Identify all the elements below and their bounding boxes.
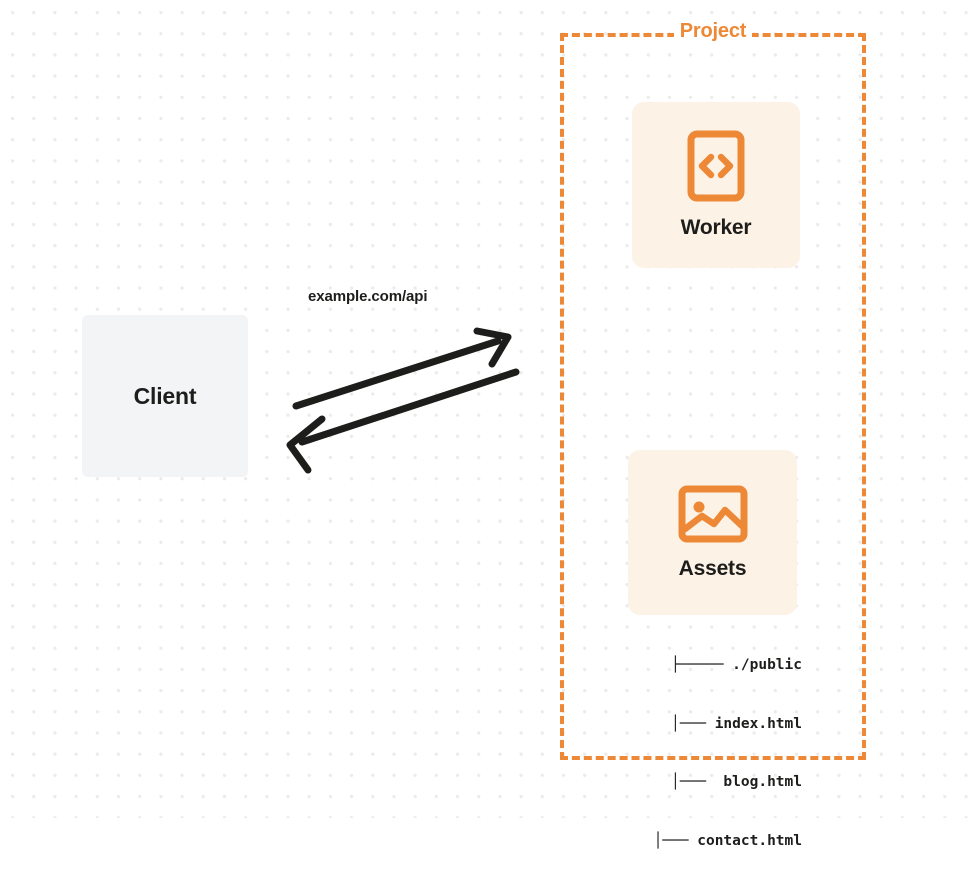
file-tree-row: │─── blog.html <box>644 774 802 790</box>
file-tree-row: │─── index.html <box>644 715 802 732</box>
code-document-icon <box>687 130 745 202</box>
node-worker-label: Worker <box>680 216 752 239</box>
connection-label: example.com/api <box>308 288 428 305</box>
image-icon <box>678 485 748 543</box>
file-tree-row: │─── contact.html <box>627 832 802 849</box>
arrow-response <box>286 368 520 474</box>
node-assets-label: Assets <box>678 556 747 580</box>
node-worker[interactable]: Worker <box>632 102 800 268</box>
node-assets[interactable]: Assets <box>628 450 797 615</box>
node-client[interactable]: Client <box>82 315 248 477</box>
project-title-text: Project <box>673 20 753 42</box>
node-client-label: Client <box>133 382 197 409</box>
assets-file-tree: ├───── ./public │─── index.html │─── blo… <box>602 617 802 890</box>
project-title: Project <box>560 20 866 43</box>
arrow-request <box>292 327 512 410</box>
diagram-canvas: Client example.com/api Project Worker <box>0 0 980 849</box>
file-tree-row: ├───── ./public <box>671 657 802 673</box>
